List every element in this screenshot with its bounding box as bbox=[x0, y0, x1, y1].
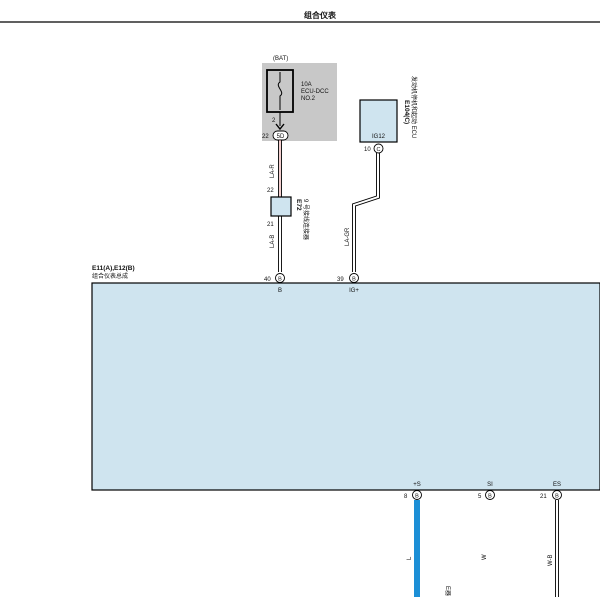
sensor-pin-bottom: 21 bbox=[267, 222, 274, 228]
sensor-desc: 9 号接线连接器 bbox=[302, 199, 310, 240]
wire-w-b-label: W-B bbox=[548, 554, 554, 566]
meter-pin-si-name: SI bbox=[487, 482, 493, 488]
meter-pin-si-connector-label: B bbox=[488, 493, 492, 499]
ecu-desc: 发动机停机和起动 ECU bbox=[410, 76, 418, 138]
meter-pin-si-connector bbox=[485, 490, 495, 500]
meter-pin-si-number: 5 bbox=[478, 494, 482, 500]
fuse-number: NO.2 bbox=[301, 96, 316, 102]
ecu-ig12-connector-label: C bbox=[377, 147, 381, 153]
meter-pin-ig-number: 39 bbox=[337, 277, 344, 283]
meter-pin-es-name: ES bbox=[553, 482, 561, 488]
meter-code: E11(A),E12(B) bbox=[92, 265, 135, 272]
wire-la-gr-right bbox=[355, 153, 380, 272]
meter-pin-es-number: 21 bbox=[540, 494, 547, 500]
fuse-source-label: (BAT) bbox=[273, 56, 288, 62]
bottom-fragment-label: E器 bbox=[444, 586, 451, 596]
fuse-pin-top: 2 bbox=[272, 118, 276, 124]
meter-pin-b-name: B bbox=[278, 288, 282, 294]
ecu-code: E104(C) bbox=[403, 100, 410, 124]
fuse-block-background bbox=[262, 63, 337, 141]
sensor-code: E72 bbox=[295, 199, 302, 211]
meter-desc: 组合仪表总成 bbox=[92, 272, 128, 280]
meter-pin-s-connector bbox=[412, 490, 422, 500]
fuse-connector-label: 5D bbox=[277, 134, 285, 140]
wire-la-r-label: LA-R bbox=[270, 164, 276, 178]
sensor-e72-box bbox=[270, 196, 292, 217]
ecu-ig12-pin: 10 bbox=[364, 147, 371, 153]
meter-pin-s-name: +S bbox=[413, 482, 421, 488]
sensor-pin-top: 22 bbox=[267, 188, 274, 194]
page-title: 组合仪表 bbox=[304, 10, 337, 20]
wire-la-b-label: LA-B bbox=[270, 235, 276, 248]
meter-pin-b-connector-label: B bbox=[278, 276, 282, 282]
meter-pin-b-connector bbox=[275, 273, 285, 283]
ecu-ig12-box bbox=[359, 99, 398, 143]
meter-pin-ig-connector-label: B bbox=[352, 276, 356, 282]
meter-pin-es-connector bbox=[552, 490, 562, 500]
wire-la-gr-label: LA-GR bbox=[345, 227, 351, 246]
wire-la-gr-left bbox=[352, 153, 377, 272]
meter-pin-b-number: 40 bbox=[264, 277, 271, 283]
ecu-ig12-connector bbox=[373, 143, 384, 154]
wire-l-blue bbox=[414, 500, 420, 597]
meter-pin-es-connector-label: B bbox=[555, 493, 559, 499]
wire-w-label: W bbox=[482, 554, 488, 560]
meter-pin-s-number: 8 bbox=[404, 494, 408, 500]
meter-pin-ig-name: IG+ bbox=[349, 288, 359, 294]
meter-pin-ig-connector bbox=[349, 273, 359, 283]
fuse-icon bbox=[277, 72, 283, 110]
meter-pin-s-connector-label: B bbox=[415, 493, 419, 499]
fuse-name: ECU-DCC bbox=[301, 89, 329, 95]
wire-l-label: L bbox=[407, 556, 413, 560]
ecu-ig12-label: IG12 bbox=[372, 134, 386, 140]
fuse-pin-side: 22 bbox=[262, 134, 269, 140]
fuse-rating: 10A bbox=[301, 82, 312, 88]
meter-assembly-box bbox=[91, 282, 600, 491]
fuse-connector-arrow-icon bbox=[275, 123, 285, 131]
